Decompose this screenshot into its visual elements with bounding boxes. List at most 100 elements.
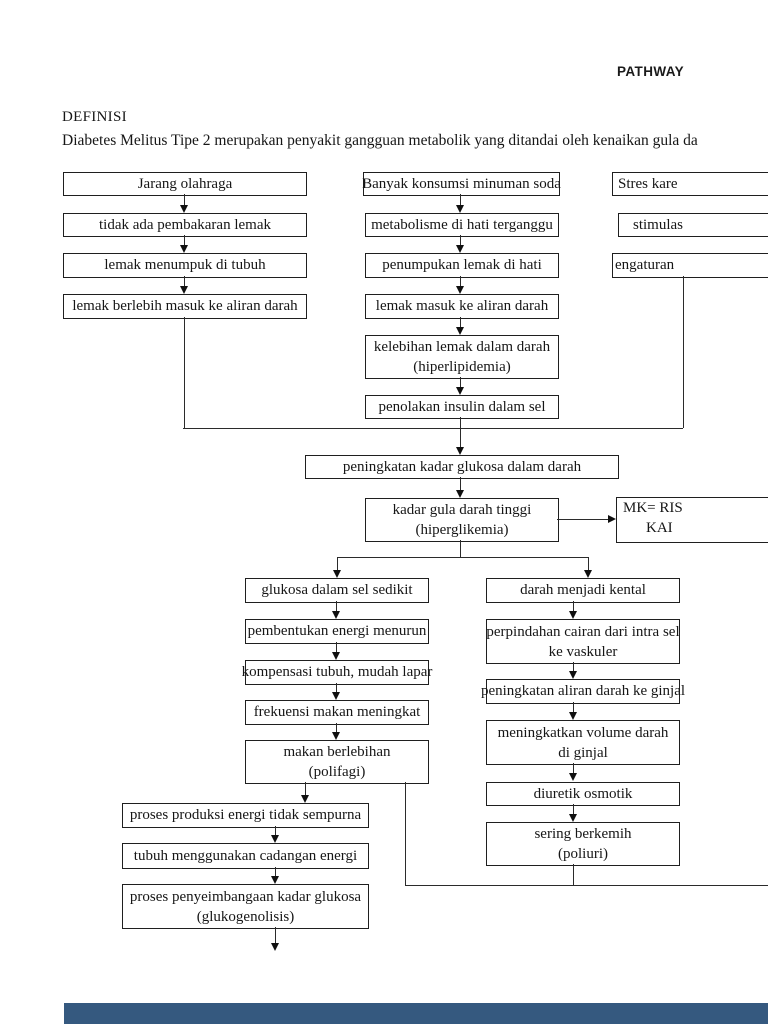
flow-node-jarang-olahraga: Jarang olahraga	[63, 172, 307, 196]
flow-connector	[405, 782, 406, 885]
arrowhead-down-icon	[569, 611, 577, 619]
flow-node-line: (polifagi)	[308, 764, 366, 780]
flow-node-poliuri: sering berkemih (poliuri)	[486, 822, 680, 866]
flow-node-line: kadar gula darah tinggi	[392, 502, 532, 518]
arrowhead-down-icon	[569, 814, 577, 822]
arrowhead-down-icon	[456, 205, 464, 213]
flow-connector	[336, 642, 337, 653]
flow-connector	[683, 276, 684, 428]
flow-connector	[336, 723, 337, 733]
flow-node-stimulasi: stimulas	[618, 213, 768, 237]
flow-connector	[573, 601, 574, 612]
flow-node-kompensasi-tubuh: kompensasi tubuh, mudah lapar	[242, 660, 432, 685]
flow-node-volume-darah: meningkatkan volume darah di ginjal	[486, 720, 680, 765]
flow-connector	[183, 428, 683, 429]
flow-connector	[336, 683, 337, 693]
flow-node-metabolisme-hati: metabolisme di hati terganggu	[365, 213, 559, 237]
flow-node-line: perpindahan cairan dari intra sel	[486, 623, 680, 640]
arrowhead-down-icon	[456, 327, 464, 335]
flow-node-line: (hiperglikemia)	[415, 522, 509, 538]
flow-connector	[337, 557, 338, 571]
flow-node-stres: Stres kare	[612, 172, 768, 196]
arrowhead-down-icon	[180, 286, 188, 294]
arrowhead-down-icon	[271, 835, 279, 843]
arrowhead-down-icon	[569, 671, 577, 679]
flow-connector	[557, 519, 608, 520]
flow-connector	[275, 826, 276, 836]
flow-connector	[573, 702, 574, 713]
flow-node-banyak-konsumsi: Banyak konsumsi minuman soda	[362, 172, 561, 196]
arrowhead-down-icon	[569, 712, 577, 720]
flow-connector	[184, 235, 185, 246]
arrowhead-down-icon	[456, 286, 464, 294]
flow-node-line: proses penyeimbangaan kadar glukosa	[129, 888, 362, 905]
section-heading: DEFINISI	[62, 109, 127, 125]
flow-connector	[460, 417, 461, 448]
flow-connector	[184, 194, 185, 206]
flow-node-produksi-energi: proses produksi energi tidak sempurna	[122, 803, 369, 828]
flow-node-aliran-ginjal: peningkatan aliran darah ke ginjal	[481, 679, 685, 704]
page-title: PATHWAY	[617, 64, 685, 79]
flow-connector	[337, 557, 588, 558]
arrowhead-down-icon	[456, 245, 464, 253]
arrowhead-down-icon	[584, 570, 592, 578]
flow-node-line: sering berkemih	[534, 826, 632, 842]
flow-connector	[460, 276, 461, 287]
flow-node-line: MK= RIS	[623, 500, 683, 516]
arrowhead-down-icon	[271, 943, 279, 951]
flow-connector	[184, 276, 185, 287]
arrowhead-down-icon	[271, 876, 279, 884]
arrowhead-right-icon	[608, 515, 616, 523]
flow-node-line: kelebihan lemak dalam darah	[373, 339, 551, 355]
flow-node-line: (hiperlipidemia)	[413, 359, 511, 375]
flow-connector	[573, 662, 574, 672]
flow-connector	[460, 235, 461, 246]
flow-connector	[460, 377, 461, 388]
flow-connector	[405, 885, 768, 886]
flow-connector	[275, 927, 276, 944]
flow-node-line: (poliuri)	[558, 846, 608, 862]
flow-node-hiperlipidemia: kelebihan lemak dalam darah (hiperlipide…	[365, 335, 559, 379]
arrowhead-down-icon	[332, 732, 340, 740]
arrowhead-down-icon	[456, 490, 464, 498]
flow-connector	[573, 763, 574, 774]
arrowhead-down-icon	[180, 245, 188, 253]
flow-connector	[460, 194, 461, 206]
flow-connector	[336, 601, 337, 612]
flow-node-line: KAI	[646, 520, 673, 536]
arrowhead-down-icon	[332, 611, 340, 619]
arrowhead-down-icon	[180, 205, 188, 213]
flow-node-perpindahan-cairan: perpindahan cairan dari intra sel ke vas…	[486, 619, 680, 664]
arrowhead-down-icon	[569, 773, 577, 781]
flow-connector	[460, 477, 461, 491]
flow-node-penumpukan-lemak-hati: penumpukan lemak di hati	[365, 253, 559, 278]
flow-node-penolakan-insulin: penolakan insulin dalam sel	[365, 395, 559, 419]
arrowhead-down-icon	[333, 570, 341, 578]
flow-node-line: (glukogenolisis)	[196, 908, 295, 925]
flow-node-pembentukan-energi: pembentukan energi menurun	[245, 619, 429, 644]
flow-connector	[184, 317, 185, 428]
flow-node-diuretik: diuretik osmotik	[486, 782, 680, 806]
flow-node-cadangan-energi: tubuh menggunakan cadangan energi	[122, 843, 369, 869]
flow-connector	[305, 782, 306, 796]
flow-node-line: di ginjal	[558, 744, 608, 761]
flow-connector	[460, 317, 461, 328]
flow-node-glukogenolisis: proses penyeimbangaan kadar glukosa (glu…	[122, 884, 369, 929]
arrowhead-down-icon	[456, 387, 464, 395]
flow-node-polifagi: makan berlebihan (polifagi)	[245, 740, 429, 784]
flow-connector	[588, 557, 589, 571]
flow-connector	[275, 867, 276, 877]
flow-connector	[573, 864, 574, 885]
flow-node-darah-kental: darah menjadi kental	[486, 578, 680, 603]
flow-node-lemak-berlebih: lemak berlebih masuk ke aliran darah	[63, 294, 307, 319]
flow-node-lemak-masuk-aliran: lemak masuk ke aliran darah	[365, 294, 559, 319]
arrowhead-down-icon	[332, 652, 340, 660]
flow-node-line: makan berlebihan	[283, 744, 391, 760]
flow-node-mk-risiko: MK= RIS KAI	[616, 497, 768, 543]
flow-node-glukosa-sedikit: glukosa dalam sel sedikit	[245, 578, 429, 603]
definition-paragraph: Diabetes Melitus Tipe 2 merupakan penyak…	[62, 132, 698, 149]
flow-node-frekuensi-makan: frekuensi makan meningkat	[245, 700, 429, 725]
flow-connector	[573, 804, 574, 815]
flow-connector	[460, 540, 461, 557]
